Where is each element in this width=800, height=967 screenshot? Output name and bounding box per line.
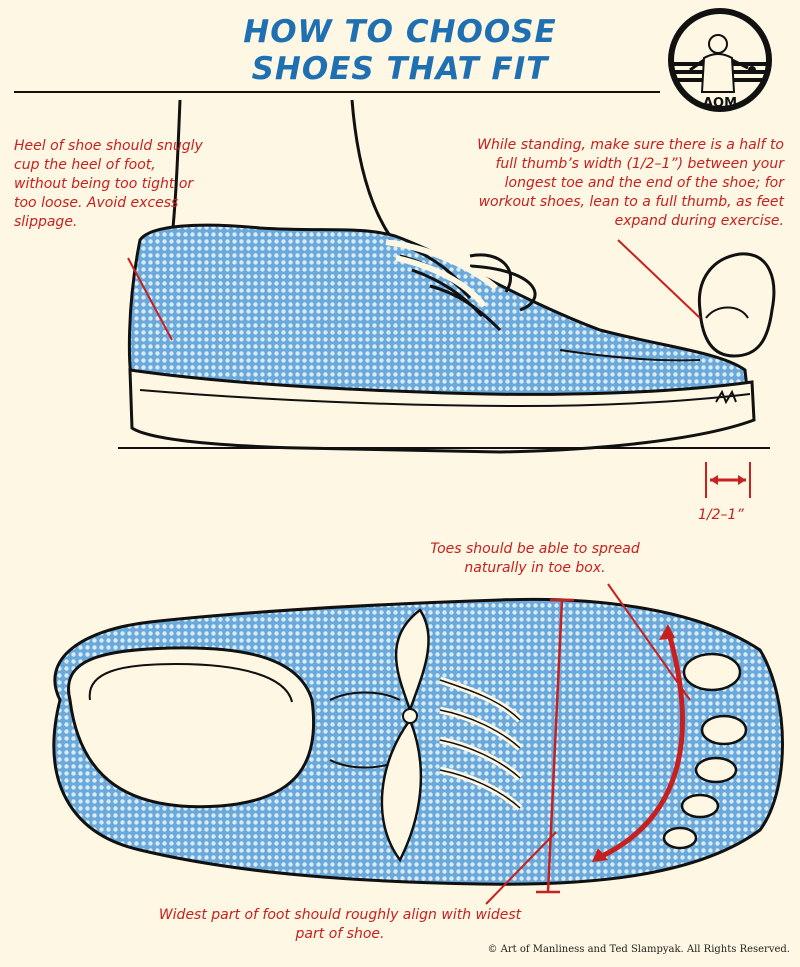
title-line-1: HOW TO CHOOSE (243, 14, 557, 50)
toes-note: Toes should be able to spread naturally … (430, 541, 640, 576)
widest-part-bracket (536, 598, 574, 894)
page-title: HOW TO CHOOSE SHOES THAT FIT (150, 14, 650, 88)
toes-pointer (607, 583, 691, 701)
logo-brand: AOM (702, 96, 738, 111)
thumb-pointer (617, 239, 701, 319)
heel-note: Heel of shoe should snugly cup the heel … (14, 138, 203, 230)
measurement-label: 1/2–1” (698, 507, 744, 523)
top-shoe-drawing (52, 597, 784, 886)
toe-spread-arrow (596, 629, 685, 861)
title-line-2: SHOES THAT FIT (251, 51, 549, 87)
widest-note: Widest part of foot should roughly align… (158, 907, 522, 942)
aom-logo (668, 8, 772, 112)
widest-pointer (485, 831, 557, 905)
leg-drawing (170, 99, 392, 239)
thumb-note: While standing, make sure there is a hal… (477, 137, 784, 229)
measurement-bracket (705, 462, 751, 498)
heel-pointer (127, 257, 173, 341)
thumb-drawing (697, 252, 776, 358)
copyright: © Art of Manliness and Ted Slampyak. All… (487, 944, 790, 955)
side-shoe-drawing (118, 223, 770, 454)
